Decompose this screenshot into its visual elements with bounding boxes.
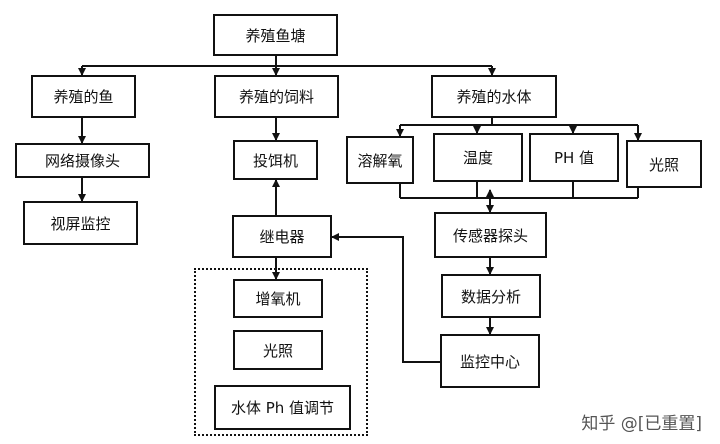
node-feed: 养殖的饲料 <box>214 75 339 118</box>
node-analysis: 数据分析 <box>441 274 541 318</box>
node-light-control: 光照 <box>233 330 323 370</box>
node-sensor: 传感器探头 <box>434 212 547 258</box>
node-fish: 养殖的鱼 <box>31 75 136 118</box>
node-screen: 视屏监控 <box>23 201 138 245</box>
node-ph-adjust: 水体 Ph 值调节 <box>214 385 351 430</box>
node-aerator: 增氧机 <box>233 279 323 318</box>
node-monitor: 监控中心 <box>440 334 540 388</box>
watermark: 知乎 @[已重置] <box>581 414 702 434</box>
node-camera: 网络摄像头 <box>15 143 150 178</box>
node-feeder: 投饵机 <box>233 140 318 180</box>
node-light: 光照 <box>626 140 702 188</box>
control-group-frame <box>194 268 368 436</box>
node-water: 养殖的水体 <box>431 75 557 118</box>
node-oxygen: 溶解氧 <box>346 136 414 184</box>
arrow-monitor-to-relay <box>331 233 440 363</box>
node-temperature: 温度 <box>433 133 523 182</box>
node-ph: PH 值 <box>529 133 619 182</box>
node-relay: 继电器 <box>232 215 332 258</box>
node-pond: 养殖鱼塘 <box>213 14 338 56</box>
